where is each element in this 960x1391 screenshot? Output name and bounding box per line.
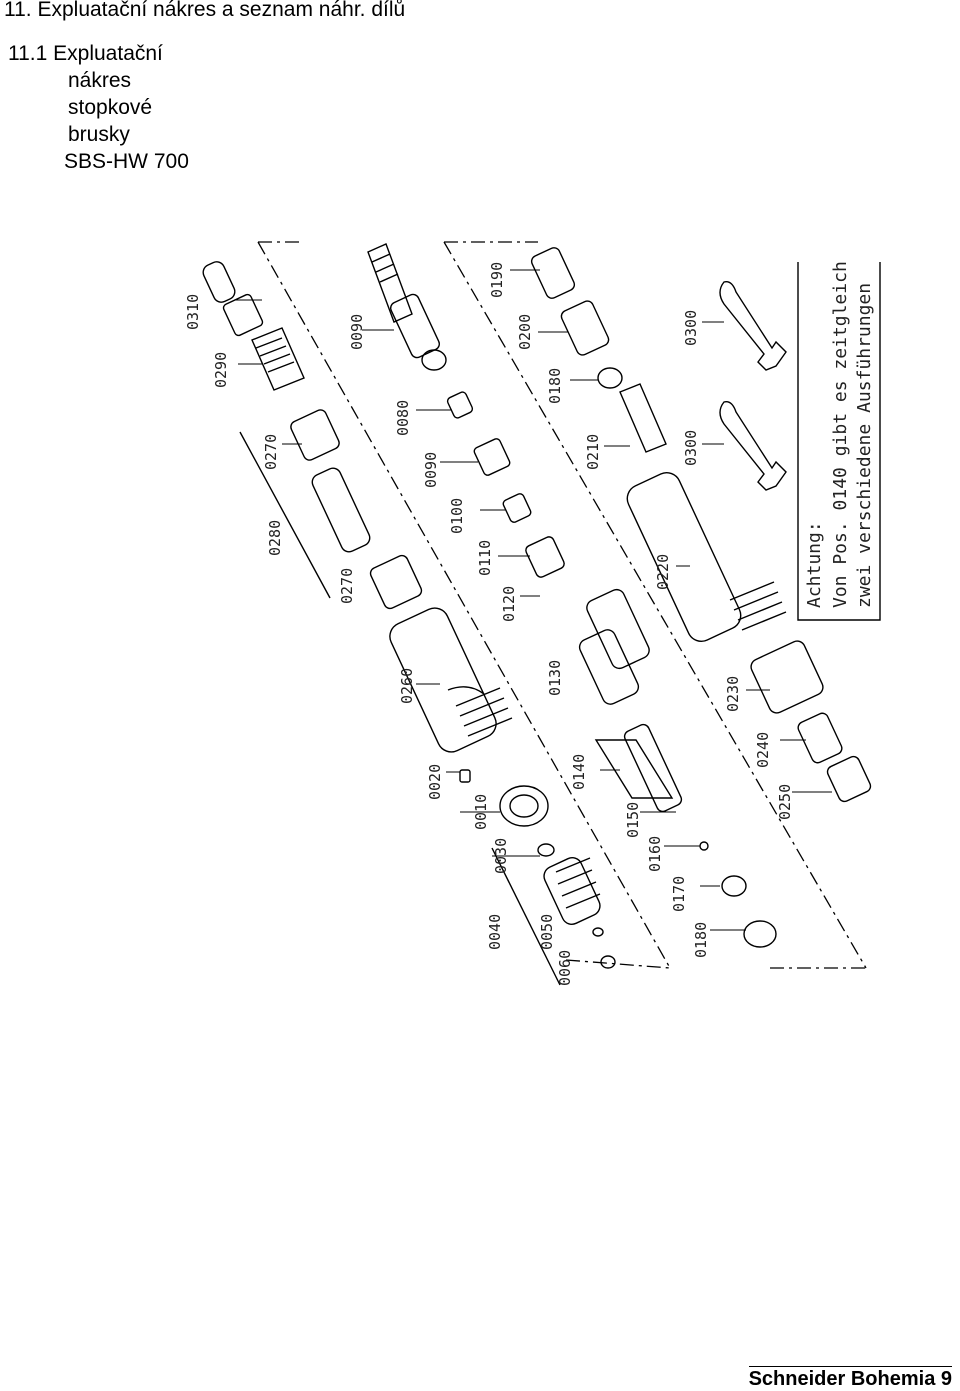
part-label: 0290 xyxy=(212,352,230,388)
part-label: 0010 xyxy=(472,794,490,830)
part-label: 0050 xyxy=(538,914,556,950)
part-label: 0220 xyxy=(654,554,672,590)
part-label: 0210 xyxy=(584,434,602,470)
parts-row-1 xyxy=(202,261,616,969)
part-label: 0090 xyxy=(348,314,366,350)
section-heading-line: nákres xyxy=(68,69,132,92)
part-label: 0040 xyxy=(486,914,504,950)
note-line: zwei verschiedene Ausführungen xyxy=(854,283,875,608)
part-label: 0080 xyxy=(394,400,412,436)
section-heading-line: stopkové xyxy=(68,96,153,119)
bracket-lines xyxy=(239,431,561,986)
part-label: 0310 xyxy=(184,294,202,330)
note-line: Von Pos. 0140 gibt es zeitgleich xyxy=(830,261,851,608)
part-label: 0260 xyxy=(398,668,416,704)
part-label: 0140 xyxy=(570,754,588,790)
part-label: 0250 xyxy=(776,784,794,820)
section-heading-line: SBS-HW 700 xyxy=(64,150,189,173)
page-footer: Schneider Bohemia 9 xyxy=(748,1366,952,1390)
part-label: 0200 xyxy=(516,314,534,350)
part-label: 0060 xyxy=(556,950,574,986)
boundary-lines xyxy=(257,241,867,969)
section-heading-line: 11.1 Expluatační xyxy=(8,42,163,65)
section-heading: 11.1 Expluatační nákres stopkové brusky … xyxy=(8,40,189,175)
part-label: 0280 xyxy=(266,520,284,556)
part-label: 0090 xyxy=(422,452,440,488)
part-label: 0300 xyxy=(682,430,700,466)
page-heading: 11. Expluatační nákres a seznam náhr. dí… xyxy=(4,0,406,21)
leader-lines xyxy=(234,269,832,931)
part-label: 0130 xyxy=(546,660,564,696)
part-label: 0120 xyxy=(500,586,518,622)
part-label: 0190 xyxy=(488,262,506,298)
wrench-icons xyxy=(719,281,787,491)
part-label: 0110 xyxy=(476,540,494,576)
part-labels: 0310 0290 0270 0280 0270 0260 0020 0010 … xyxy=(184,262,794,986)
part-label: 0270 xyxy=(262,434,280,470)
part-label: 0180 xyxy=(692,922,710,958)
part-label: 0160 xyxy=(646,836,664,872)
part-label: 0270 xyxy=(338,568,356,604)
part-label: 0030 xyxy=(492,838,510,874)
part-label: 0300 xyxy=(682,310,700,346)
note-line: Achtung: xyxy=(804,521,825,608)
part-label: 0100 xyxy=(448,498,466,534)
part-label: 0150 xyxy=(624,802,642,838)
parts-row-2 xyxy=(367,243,777,948)
part-label: 0240 xyxy=(754,732,772,768)
note-text: Achtung: Von Pos. 0140 gibt es zeitgleic… xyxy=(804,261,875,608)
parts-row-3 xyxy=(530,247,872,803)
part-label: 0180 xyxy=(546,368,564,404)
part-label: 0020 xyxy=(426,764,444,800)
part-label: 0230 xyxy=(724,676,742,712)
part-label: 0170 xyxy=(670,876,688,912)
note-frame xyxy=(797,262,881,621)
section-heading-line: brusky xyxy=(68,123,130,146)
